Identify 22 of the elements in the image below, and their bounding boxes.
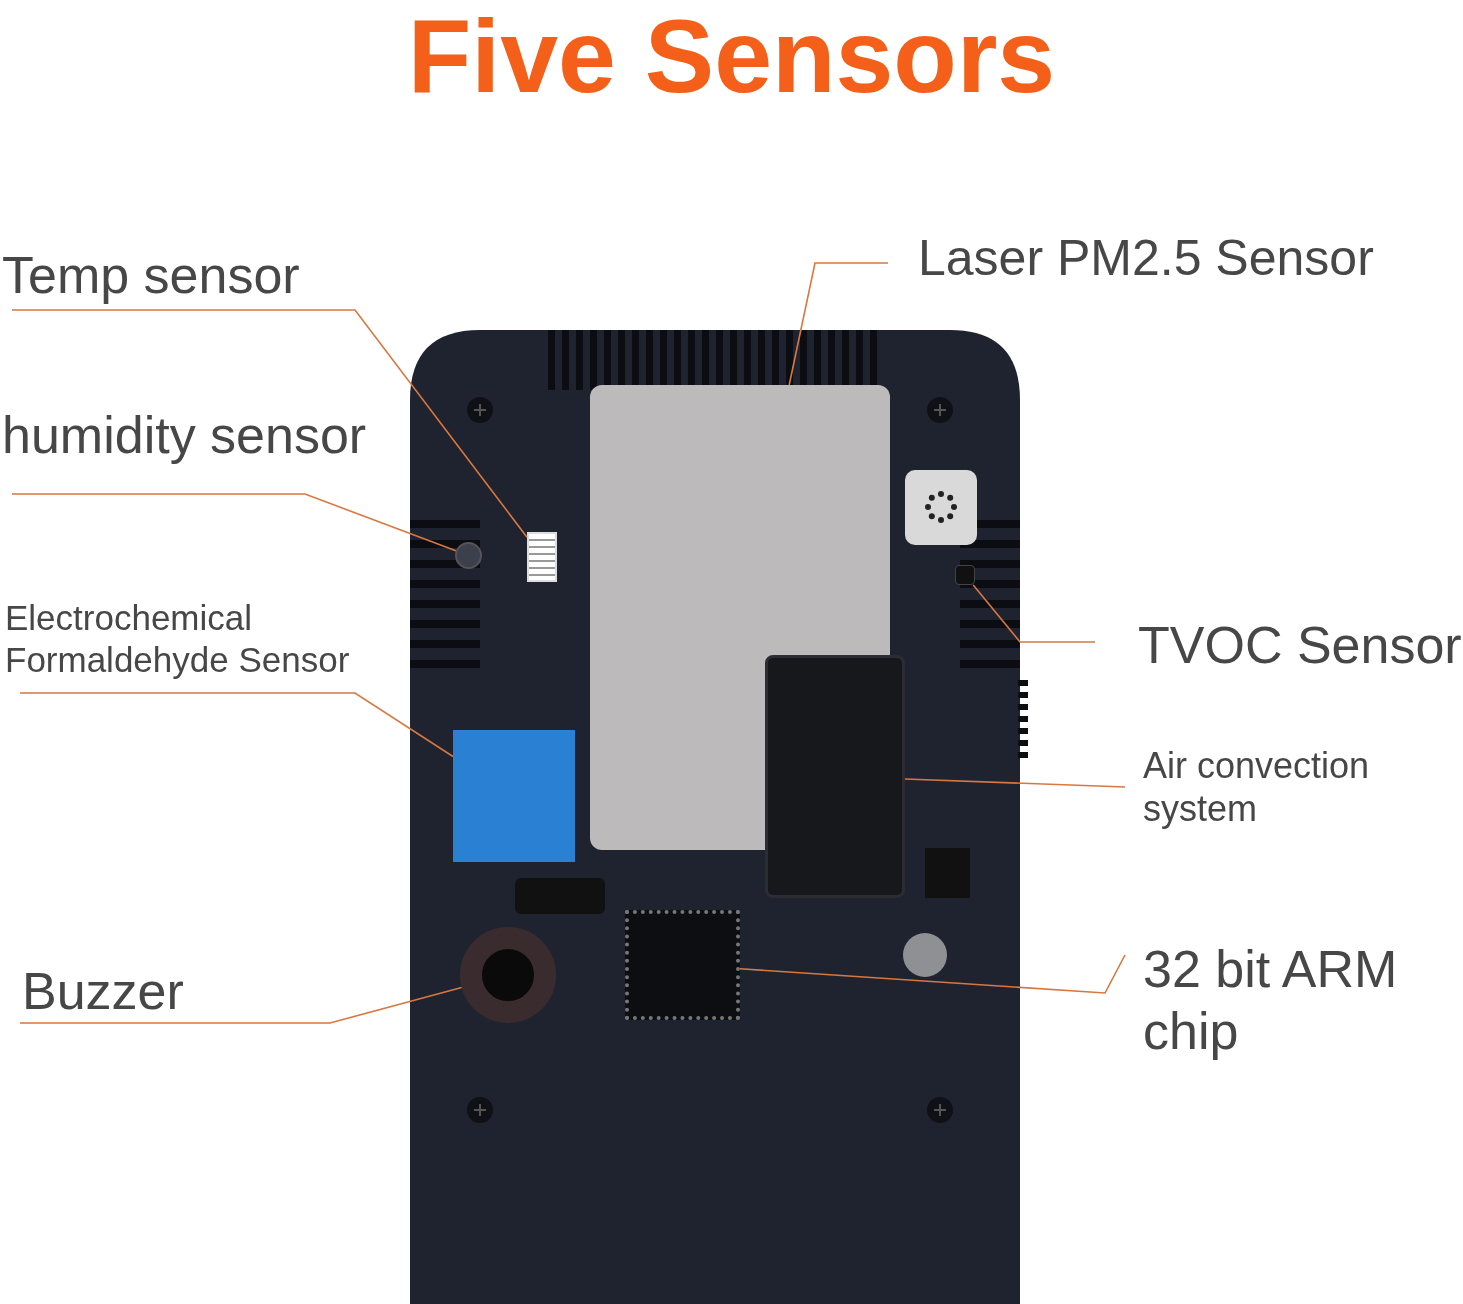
part-label: Laser PM2.5 Sensor [918, 228, 1374, 288]
sensor-chip [955, 565, 975, 585]
title: Five Sensors [407, 0, 1056, 112]
part-label: Buzzer [22, 960, 184, 1023]
leader-line [788, 262, 889, 386]
part-label: Air convection system [1143, 744, 1433, 831]
sensor-module [453, 730, 575, 862]
sensor-chip [527, 532, 557, 582]
fan-module [765, 655, 905, 898]
part-label: humidity sensor [2, 404, 367, 467]
part-label: Electrochemical Formaldehyde Sensor [5, 597, 395, 681]
leader-line [19, 986, 463, 1024]
leader-line [904, 778, 1126, 788]
part-label: 32 bit ARM chip [1143, 938, 1453, 1063]
part-label: TVOC Sensor [1138, 614, 1462, 677]
leader-line [11, 309, 528, 538]
leader-line [739, 954, 1126, 994]
leader-line [19, 692, 454, 758]
processor-chip [625, 910, 740, 1020]
part-label: Temp sensor [2, 244, 300, 307]
leader-line [972, 584, 1096, 643]
leader-line [11, 493, 457, 552]
